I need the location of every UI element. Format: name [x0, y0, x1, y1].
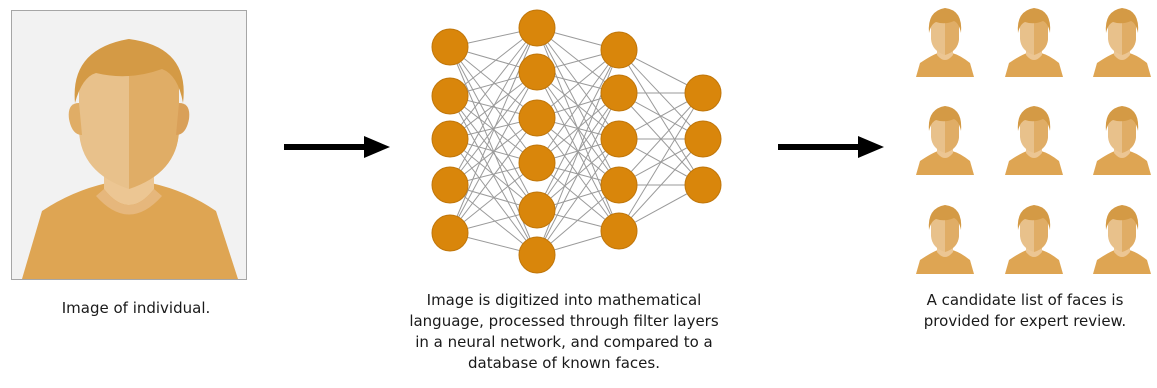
right-arrow-icon	[778, 136, 884, 158]
right-arrow-icon	[284, 136, 390, 158]
network-node	[518, 236, 556, 274]
input-caption: Image of individual.	[61, 299, 211, 317]
person-avatar-icon	[22, 39, 238, 279]
avatar-shirt	[22, 183, 238, 279]
network-node	[600, 31, 638, 69]
candidate-face-icon	[916, 106, 974, 175]
network-edge	[449, 162, 538, 234]
network-edge	[449, 71, 538, 234]
network-edge	[536, 138, 620, 256]
neural-network-diagram	[431, 9, 722, 274]
network-edges	[449, 27, 704, 256]
network-node	[431, 214, 469, 252]
network-edge	[618, 49, 704, 186]
avatar-ear-right	[176, 103, 190, 135]
network-node	[518, 53, 556, 91]
network-node	[684, 120, 722, 158]
candidate-face-icon	[1093, 8, 1151, 77]
network-nodes	[431, 9, 722, 274]
network-edge	[618, 92, 704, 186]
avatar-face-shade	[129, 49, 179, 189]
candidate-face-icon	[1093, 205, 1151, 274]
network-node	[431, 166, 469, 204]
avatar-collar	[96, 189, 162, 215]
input-image-frame	[11, 10, 247, 280]
candidate-face-icon	[1005, 106, 1063, 175]
network-edge	[536, 92, 620, 256]
network-node	[518, 191, 556, 229]
candidate-face-icon	[1005, 8, 1063, 77]
network-node	[431, 28, 469, 66]
network-node	[684, 166, 722, 204]
network-node	[600, 166, 638, 204]
input-image-panel: Image of individual.	[11, 10, 247, 317]
network-node	[600, 212, 638, 250]
network-edge	[449, 71, 538, 186]
network-edge	[536, 49, 620, 211]
candidate-face-icon	[1093, 106, 1151, 175]
candidate-face-icon	[1005, 205, 1063, 274]
network-edge	[618, 138, 704, 232]
network-node	[600, 74, 638, 112]
candidate-face-icon	[916, 205, 974, 274]
avatar-hair	[74, 39, 184, 103]
network-node	[600, 120, 638, 158]
network-node	[518, 144, 556, 182]
avatar-ear-left	[68, 103, 82, 135]
network-edge	[536, 49, 620, 164]
candidate-faces-grid	[916, 8, 1151, 274]
network-edge	[618, 49, 704, 140]
network-node	[684, 74, 722, 112]
network-node	[518, 99, 556, 137]
network-edge	[449, 184, 538, 256]
network-node	[518, 9, 556, 47]
network-node	[431, 77, 469, 115]
network-edge	[449, 27, 538, 140]
network-node	[431, 120, 469, 158]
network-edge	[449, 27, 538, 186]
network-edge	[618, 92, 704, 232]
network-edge	[449, 46, 538, 119]
candidate-face-icon	[916, 8, 974, 77]
network-edge	[449, 117, 538, 234]
